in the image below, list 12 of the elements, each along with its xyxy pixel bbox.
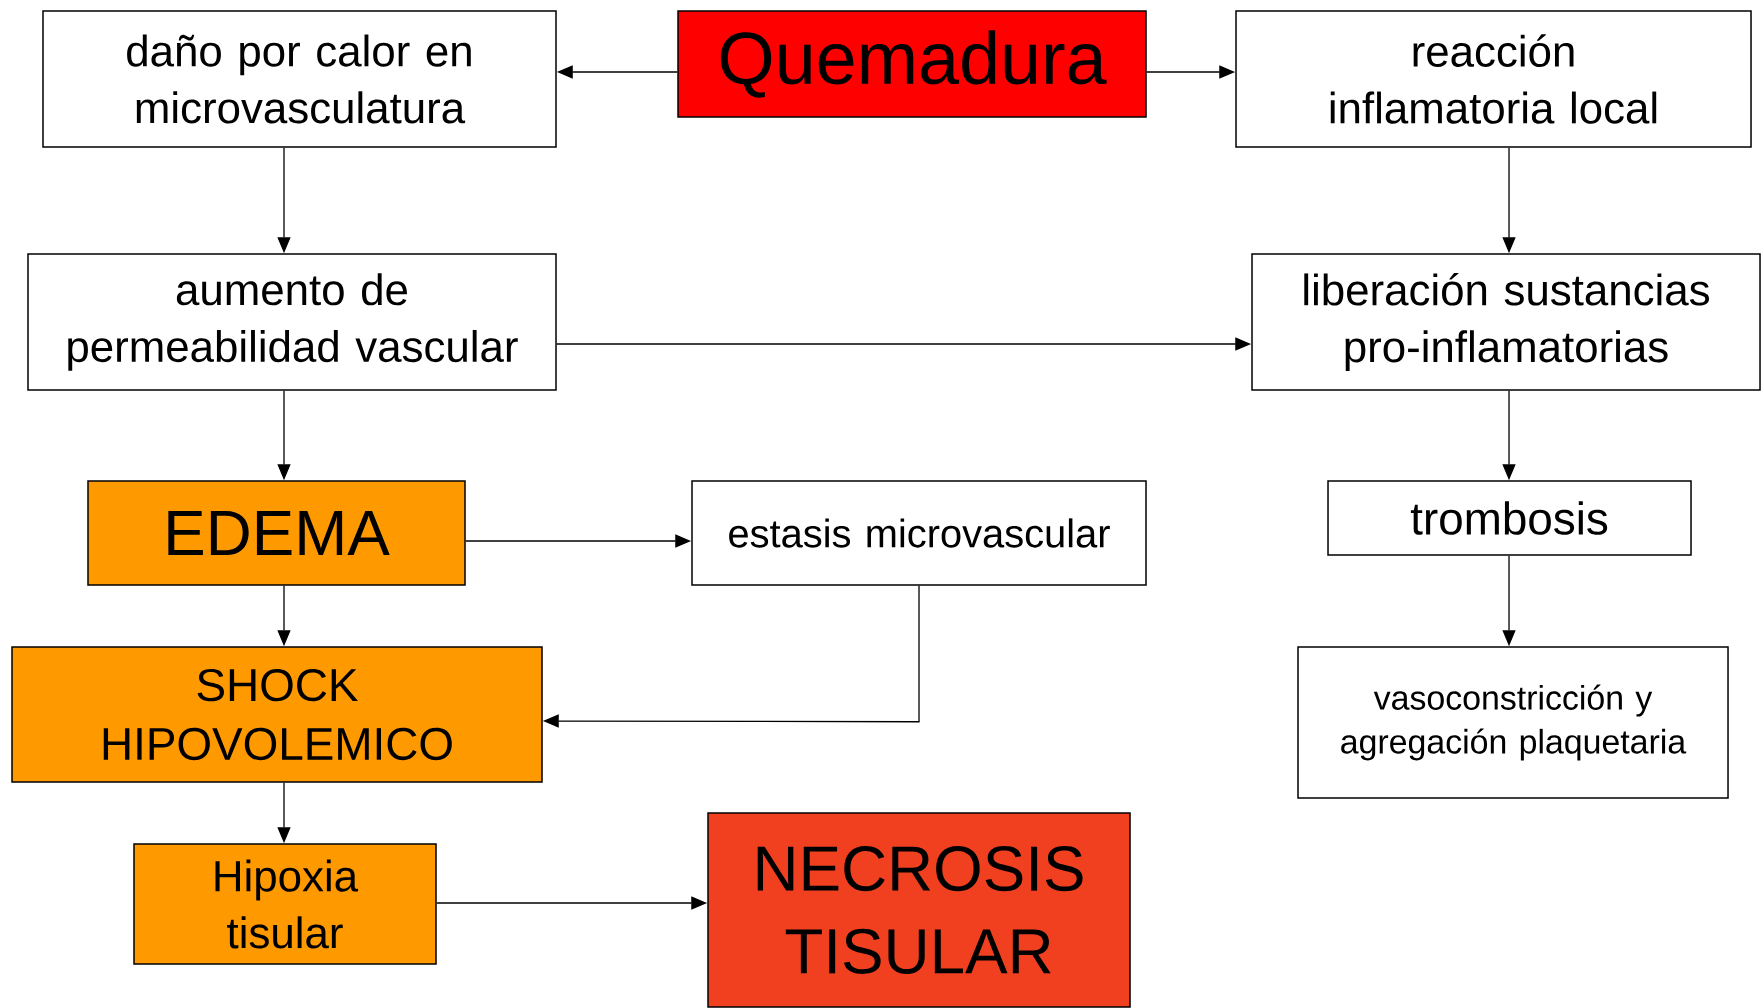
process-box: trombosis: [1327, 480, 1692, 556]
process-box: EDEMA: [87, 480, 466, 586]
process-box: Quemadura: [677, 10, 1147, 118]
process-box: daño por calor en microvasculatura: [42, 10, 557, 148]
process-box: estasis microvascular: [691, 480, 1147, 586]
process-box: liberación sustancias pro-inflamatorias: [1251, 253, 1761, 391]
process-box: reacción inflamatoria local: [1235, 10, 1752, 148]
process-box: SHOCK HIPOVOLEMICO: [11, 646, 543, 783]
process-box: NECROSIS TISULAR: [707, 812, 1131, 1008]
process-box: Hipoxia tisular: [133, 843, 437, 965]
process-box: aumento de permeabilidad vascular: [27, 253, 557, 391]
process-box: vasoconstricción y agregación plaquetaria: [1297, 646, 1729, 799]
